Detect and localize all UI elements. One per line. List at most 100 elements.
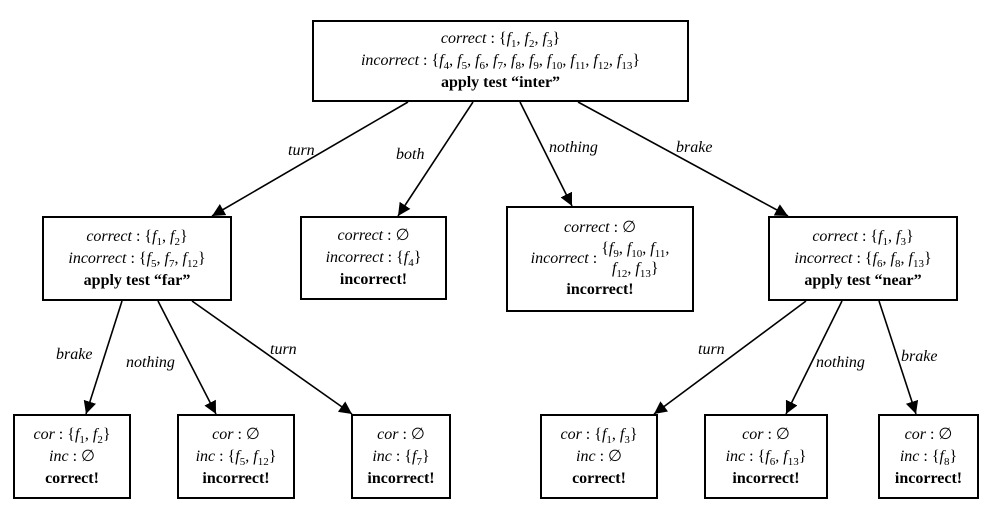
inc-row: inc : {f5, f12} [195,447,277,468]
inc-label: inc [725,447,746,465]
far-nothing-leaf: cor : ∅ inc : {f5, f12} incorrect! [177,414,295,499]
leaf-result: correct! [572,469,626,487]
near-correct-row: correct : {f1, f3} [812,227,914,248]
inc-row: inc : {f8} [899,447,958,468]
cor-label: cor [212,425,234,443]
inc-row: inc : ∅ [49,447,95,465]
cor-row: cor : {f1, f3} [560,425,638,446]
far-correct-row: correct : {f1, f2} [86,227,188,248]
incorrect-label: incorrect [325,249,384,266]
inc-label: inc [372,447,392,465]
correct-set: {f1, f3} [870,227,914,248]
near-turn-leaf: cor : {f1, f3} inc : ∅ correct! [540,414,658,499]
correct-label: correct [564,219,610,236]
near-action: apply test “near” [804,271,922,289]
incorrect-label: incorrect [794,249,853,267]
far-brake-leaf: cor : {f1, f2} inc : ∅ correct! [13,414,131,499]
cor-set: {f1, f2} [67,425,111,446]
edge-label-root-both: both [396,146,425,163]
edge-label-root-turn: turn [288,142,315,159]
cor-row: cor : ∅ [742,425,790,443]
cor-set: ∅ [775,425,790,443]
edge-label-near-nothing: nothing [816,354,865,371]
both-result: incorrect! [339,271,408,288]
edge-label-root-nothing: nothing [549,139,598,156]
root-incorrect-row: incorrect : {f4, f5, f6, f7, f8, f9, f10… [360,52,641,73]
nothing-leaf-node: correct : ∅ incorrect : {f9, f10, f11, f… [506,206,694,312]
correct-label: correct [337,227,384,244]
cor-set: {f1, f3} [594,425,638,446]
correct-set: ∅ [622,219,636,236]
correct-set: ∅ [395,227,410,244]
incorrect-set-line1: {f9, f10, f11, [601,240,670,261]
edge-label-far-nothing: nothing [126,354,175,371]
nothing-correct-row: correct : ∅ [564,219,636,236]
far-action: apply test “far” [83,271,191,289]
inc-row: inc : {f6, f13} [725,447,807,468]
edge-root-nothing [519,101,573,207]
near-brake-leaf: cor : ∅ inc : {f8} incorrect! [878,414,979,499]
inc-label: inc [49,447,69,465]
inc-set: ∅ [81,447,95,465]
cor-label: cor [904,425,926,443]
far-node: correct : {f1, f2} incorrect : {f5, f7, … [42,216,232,301]
cor-set: ∅ [938,425,953,443]
leaf-result: incorrect! [367,469,435,487]
leaf-result: correct! [45,469,99,487]
leaf-result: incorrect! [894,469,963,487]
far-turn-leaf: cor : ∅ inc : {f7} incorrect! [351,414,451,499]
incorrect-set: {f5, f7, f12} [138,249,206,270]
incorrect-set: {f4, f5, f6, f7, f8, f9, f10, f11, f12, … [431,52,641,73]
edge-label-near-turn: turn [698,341,725,358]
edge-near-brake [878,300,919,415]
incorrect-set: {f4} [396,249,422,270]
inc-set: {f5, f12} [227,447,277,468]
correct-set: {f1, f2, f3} [498,30,561,51]
inc-set: {f6, f13} [757,447,807,468]
inc-label: inc [576,447,596,465]
edge-label-far-turn: turn [270,341,297,358]
edge-far-nothing [157,300,217,415]
correct-label: correct [86,227,132,245]
incorrect-label: incorrect [530,250,589,267]
correct-set: {f1, f2} [144,227,188,248]
inc-label: inc [195,447,216,465]
cor-label: cor [33,425,55,443]
nothing-result: incorrect! [566,281,634,298]
inc-set: {f7} [404,447,430,468]
edge-far-turn [191,300,353,415]
incorrect-set-line2: f12, f13} [611,260,659,281]
leaf-result: incorrect! [732,469,800,487]
edge-label-far-brake: brake [56,346,93,363]
edge-near-turn [653,300,807,415]
edge-near-nothing [785,300,843,415]
far-incorrect-row: incorrect : {f5, f7, f12} [68,249,206,270]
near-incorrect-row: incorrect : {f6, f8, f13} [794,249,932,270]
cor-row: cor : ∅ [377,425,425,443]
edge-label-root-brake: brake [676,139,713,156]
edge-root-brake [577,101,789,217]
near-node: correct : {f1, f3} incorrect : {f6, f8, … [768,216,958,301]
cor-row: cor : {f1, f2} [33,425,111,446]
root-node: correct : {f1, f2, f3} incorrect : {f4, … [312,20,689,102]
nothing-incorrect-row: incorrect : {f9, f10, f11, f12, f13} [530,240,670,281]
correct-label: correct [812,227,858,245]
inc-set: ∅ [608,447,622,465]
correct-label: correct [440,30,487,47]
edge-label-near-brake: brake [901,348,938,365]
incorrect-set: {f6, f8, f13} [864,249,932,270]
inc-set: {f8} [931,447,958,468]
inc-label: inc [899,447,920,465]
cor-row: cor : ∅ [212,425,260,443]
near-nothing-leaf: cor : ∅ inc : {f6, f13} incorrect! [704,414,828,499]
incorrect-label: incorrect [68,249,127,267]
both-incorrect-row: incorrect : {f4} [325,249,422,270]
leaf-result: incorrect! [202,469,270,487]
root-action: apply test “inter” [440,74,561,91]
cor-row: cor : ∅ [904,425,953,443]
incorrect-label: incorrect [360,52,420,69]
edge-root-turn [211,101,409,217]
cor-label: cor [742,425,764,443]
root-correct-row: correct : {f1, f2, f3} [440,30,561,51]
